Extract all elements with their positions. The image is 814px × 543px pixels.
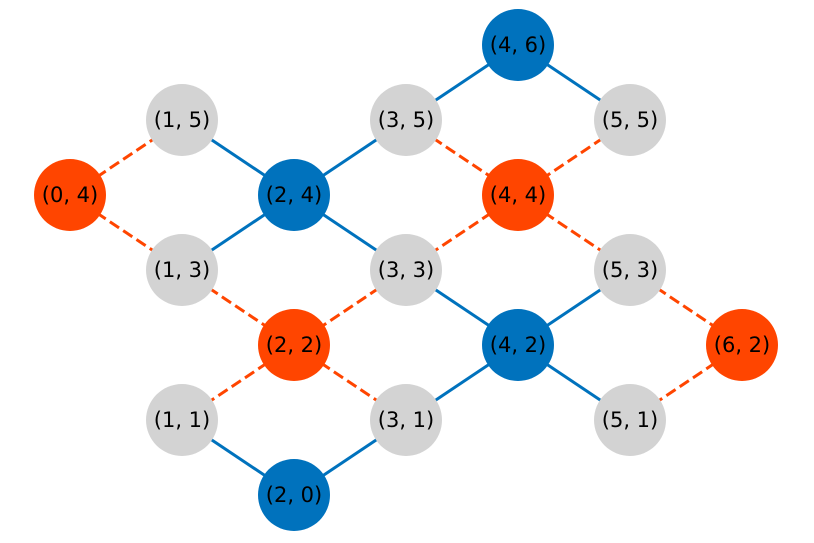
- node-circle: [706, 309, 778, 381]
- node-circle: [594, 384, 666, 456]
- node-circle: [146, 384, 218, 456]
- node-1-5: (1, 5): [146, 84, 218, 156]
- node-0-4: (0, 4): [34, 159, 106, 231]
- node-circle: [370, 234, 442, 306]
- node-2-2: (2, 2): [258, 309, 330, 381]
- node-label: (0, 4): [42, 183, 98, 207]
- nodes-layer: (0, 4) (1, 1) (1, 3) (1, 5) (2, 0) (2, 2) (2, …: [34, 9, 778, 531]
- node-circle: [370, 84, 442, 156]
- node-label: (1, 5): [154, 108, 210, 132]
- node-label: (4, 2): [490, 333, 546, 357]
- node-circle: [146, 84, 218, 156]
- node-6-2: (6, 2): [706, 309, 778, 381]
- node-4-6: (4, 6): [482, 9, 554, 81]
- node-4-2: (4, 2): [482, 309, 554, 381]
- node-circle: [370, 384, 442, 456]
- node-2-4: (2, 4): [258, 159, 330, 231]
- node-label: (2, 0): [266, 483, 322, 507]
- node-4-4: (4, 4): [482, 159, 554, 231]
- node-1-1: (1, 1): [146, 384, 218, 456]
- node-circle: [258, 159, 330, 231]
- node-label: (5, 1): [602, 408, 658, 432]
- node-2-0: (2, 0): [258, 459, 330, 531]
- node-circle: [594, 234, 666, 306]
- node-label: (1, 1): [154, 408, 210, 432]
- node-5-3: (5, 3): [594, 234, 666, 306]
- node-label: (3, 5): [378, 108, 434, 132]
- node-label: (2, 2): [266, 333, 322, 357]
- node-3-3: (3, 3): [370, 234, 442, 306]
- node-3-1: (3, 1): [370, 384, 442, 456]
- node-circle: [594, 84, 666, 156]
- node-label: (3, 3): [378, 258, 434, 282]
- node-circle: [258, 459, 330, 531]
- node-1-3: (1, 3): [146, 234, 218, 306]
- node-circle: [482, 309, 554, 381]
- node-circle: [482, 159, 554, 231]
- node-label: (5, 5): [602, 108, 658, 132]
- node-label: (4, 6): [490, 33, 546, 57]
- node-circle: [258, 309, 330, 381]
- node-5-1: (5, 1): [594, 384, 666, 456]
- node-label: (6, 2): [714, 333, 770, 357]
- node-label: (3, 1): [378, 408, 434, 432]
- node-circle: [482, 9, 554, 81]
- node-5-5: (5, 5): [594, 84, 666, 156]
- node-3-5: (3, 5): [370, 84, 442, 156]
- node-circle: [146, 234, 218, 306]
- node-label: (5, 3): [602, 258, 658, 282]
- node-label: (4, 4): [490, 183, 546, 207]
- node-label: (2, 4): [266, 183, 322, 207]
- node-circle: [34, 159, 106, 231]
- node-label: (1, 3): [154, 258, 210, 282]
